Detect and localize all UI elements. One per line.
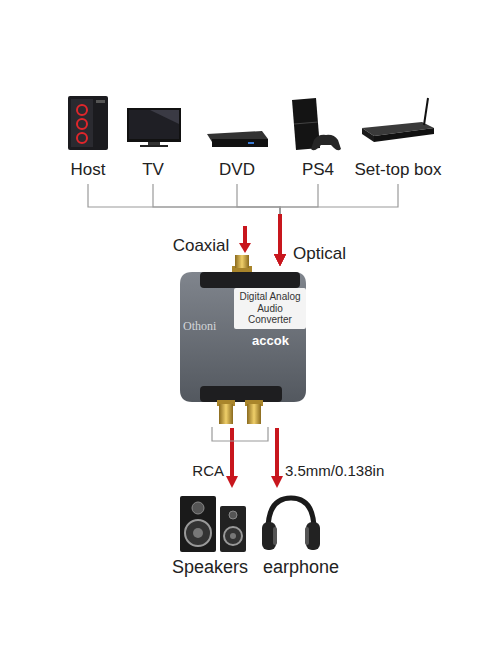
console-icon (311, 135, 341, 150)
port-label: Optical (293, 244, 346, 264)
speaker-icon (220, 506, 246, 552)
coaxial-arrow (243, 226, 247, 244)
watermark: accok (252, 334, 289, 349)
connector-label: 3.5mm/0.138in (285, 462, 384, 479)
product-label: Digital Analog Audio Converter (234, 288, 306, 329)
speaker-icon (180, 496, 246, 552)
signal-line (153, 184, 280, 257)
set-top-box-icon (424, 98, 428, 125)
watermark: Othoni (183, 320, 216, 334)
converter-drawing (247, 404, 261, 424)
device-label: Speakers (172, 557, 248, 578)
console-icon (294, 122, 318, 124)
headphone-icon (273, 527, 277, 545)
converter-drawing (235, 255, 249, 268)
signal-line (88, 184, 280, 257)
source-device: TV (125, 88, 181, 184)
pc-tower-icon (77, 105, 87, 115)
device-label: PS4 (302, 160, 334, 180)
headphone-icon (262, 522, 276, 550)
source-device: Set-top box (348, 88, 448, 184)
set-top-box-icon (374, 128, 434, 142)
connector-label: RCA (192, 462, 224, 479)
dvd-player-icon (212, 139, 268, 147)
optical-arrow-shaft (280, 214, 281, 259)
device-label: DVD (219, 160, 255, 180)
converter-drawing (180, 255, 306, 424)
source-device: DVD (197, 88, 277, 184)
source-device: PS4 (290, 88, 346, 184)
pc-tower-icon (77, 133, 87, 143)
speaker-icon (180, 496, 216, 552)
set-top-box-icon (362, 128, 374, 142)
output-device: Speakers (168, 488, 252, 582)
speaker-icon (230, 533, 236, 539)
speaker-icon (185, 520, 211, 546)
pc-tower-icon (71, 99, 93, 147)
console-icon (292, 98, 341, 150)
signal-line (237, 184, 280, 257)
tv-icon (127, 108, 181, 147)
tv-icon (127, 108, 181, 142)
speaker-icon (224, 527, 242, 545)
converter-drawing (200, 272, 300, 288)
optical-arrow-shaft (278, 214, 282, 259)
set-top-box-icon (362, 98, 434, 142)
output-arrow (230, 428, 234, 479)
output-device: earphone (257, 488, 345, 582)
speaker-icon (193, 528, 203, 538)
dvd-player-icon (248, 142, 254, 144)
tv-icon (140, 145, 168, 147)
converter-drawing (180, 272, 306, 402)
speaker-icon (192, 502, 204, 514)
headphone-icon (262, 498, 320, 550)
device-label: TV (142, 160, 164, 180)
device-label: Host (71, 160, 106, 180)
port-label: Coaxial (173, 236, 230, 256)
device-label: Set-top box (355, 160, 442, 180)
dvd-player-icon (207, 131, 268, 147)
headphone-icon (305, 527, 309, 545)
pc-tower-icon (96, 100, 105, 103)
converter-drawing (219, 404, 233, 424)
pc-tower-icon (68, 96, 108, 150)
coaxial-arrow (239, 243, 251, 253)
converter-drawing (200, 386, 282, 402)
speaker-icon (229, 511, 237, 519)
output-arrow (275, 428, 279, 479)
rca-bracket (212, 427, 268, 441)
tv-icon (129, 110, 179, 139)
coaxial-arrow (239, 226, 251, 253)
pc-tower-icon (68, 96, 108, 150)
pc-tower-icon (77, 119, 87, 129)
source-device: Host (58, 88, 118, 184)
rca-bracket (212, 427, 268, 441)
device-label: earphone (263, 557, 339, 578)
tv-icon (148, 142, 160, 145)
headphone-icon (306, 522, 320, 550)
tv-icon (150, 110, 179, 124)
